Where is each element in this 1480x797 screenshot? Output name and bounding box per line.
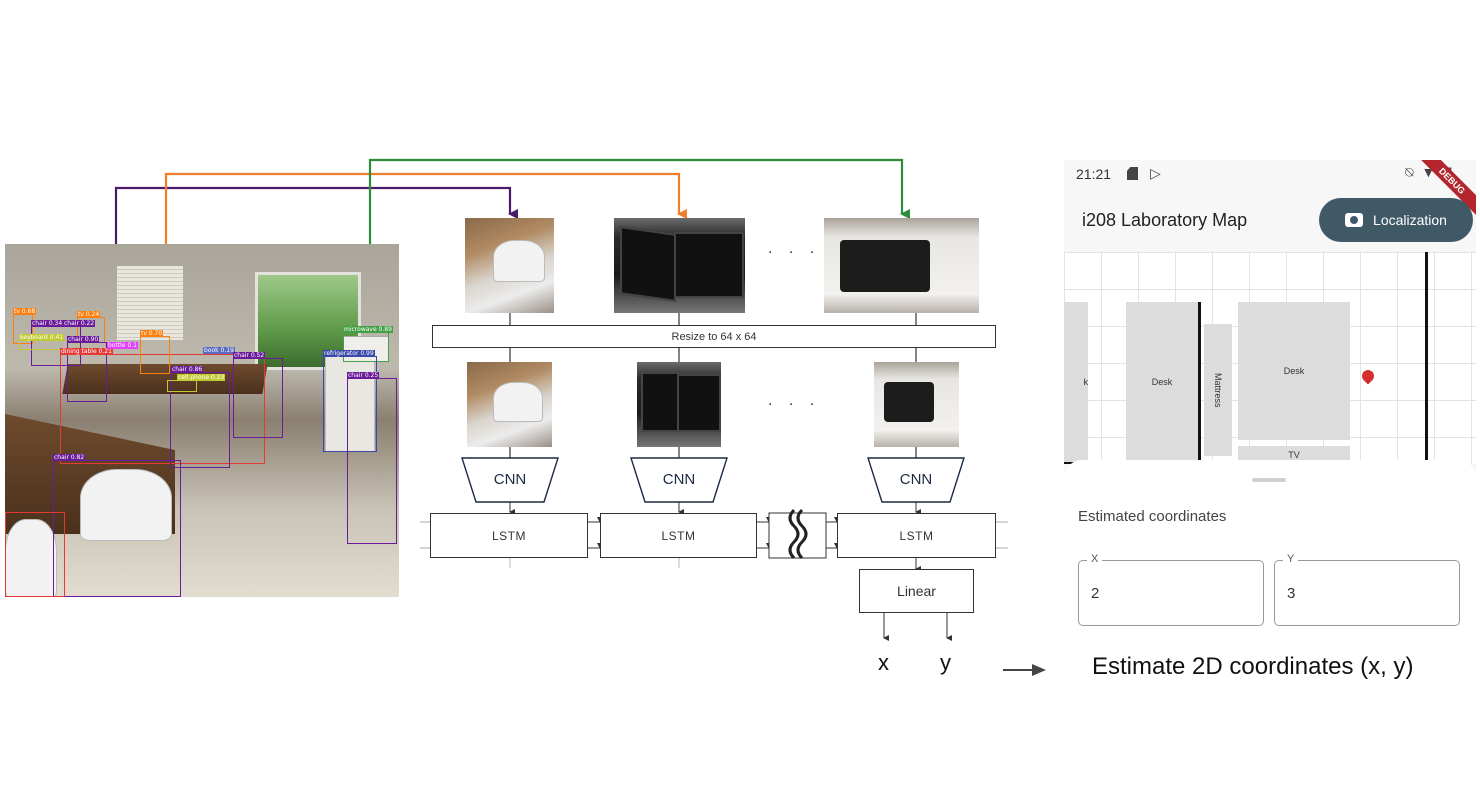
cnn-label: CNN [662,471,696,488]
detection-box [53,460,181,597]
microwave-window [840,240,930,292]
crop-chair-original [465,218,554,313]
lstm-block: LSTM [600,513,757,558]
x-field-label: X [1087,553,1103,565]
sheet-title: Estimated coordinates [1078,508,1227,525]
crop-microwave-original [824,218,979,313]
estimate-caption: Estimate 2D coordinates (x, y) [1092,653,1414,680]
coordinates-sheet: Estimated coordinates X 2 Y 3 [1064,460,1476,640]
detection-box [233,358,283,438]
detection-label: tv 0.24 [77,311,101,318]
chair [493,240,545,282]
location-pin-icon [1359,367,1377,385]
detection-label: book 0.19 [203,347,235,354]
detection-label: chair 0.82 [53,454,86,461]
chair [80,469,172,541]
detection-label: chair 0.25 [347,372,380,379]
detection-box [167,380,197,392]
app-title: i208 Laboratory Map [1082,210,1248,230]
y-coordinate-field[interactable]: Y 3 [1274,553,1460,626]
detection-box [140,336,170,374]
status-time: 21:21 [1076,166,1112,182]
detection-label: chair 0.34 [31,320,64,327]
bell-off-icon: ⍉ [1405,164,1422,180]
cnn-label: CNN [899,471,933,488]
cnn-block [630,457,728,503]
cnn-block [867,457,965,503]
crop-monitor-original [614,218,745,313]
camera-icon [1345,213,1364,227]
detection-label: bottle 0.1 [107,342,138,349]
detection-label: chair 0.90 [67,336,100,343]
crop-chair-resized [467,362,552,447]
microwave-window [884,382,934,422]
object-detection-photo: tv 0.68 tv 0.24 chair 0.34 chair 0.22 ke… [5,244,399,597]
detection-box [347,378,397,544]
cnn-block [461,457,559,503]
detection-label: cell phone 0.23 [177,374,226,381]
detection-label: chair 0.22 [63,320,96,327]
detection-label: dining table 0.21 [60,348,113,355]
result-arrow-head [1032,664,1046,676]
monitor-screen [620,226,676,302]
detection-box [60,354,265,464]
detection-label: tv 0.70 [140,330,164,337]
chair [5,519,57,597]
y-field-label: Y [1283,553,1299,565]
map-block: k [1064,302,1088,462]
lstm-block: LSTM [430,513,588,558]
localization-button-label: Localization [1373,212,1447,228]
map-block-tv: TV [1238,446,1350,464]
crop-microwave-resized [874,362,959,447]
detection-label: chair 0.86 [171,366,204,373]
x-field-value: 2 [1091,585,1100,602]
drag-handle[interactable] [1252,478,1286,482]
window-blinds [117,266,183,340]
monitor-screen [641,372,679,432]
cnn-label: CNN [493,471,527,488]
chair [493,382,543,422]
x-coordinate-field[interactable]: X 2 [1078,553,1264,626]
sequence-break-icon [788,508,800,560]
y-field-value: 3 [1287,585,1296,602]
monitor-screen [674,232,744,298]
resize-block: Resize to 64 x 64 [432,325,996,348]
map-block-mattress: Mattress [1204,324,1232,456]
map-wall [1425,252,1428,464]
phone-app-screen: 21:21 ▷ ⍉▼▮ DEBUG i208 Laboratory Map Lo… [1064,160,1476,640]
lab-map[interactable]: k Desk Mattress Desk TV [1064,252,1476,464]
map-wall [1198,302,1201,464]
detection-label: keyboard 0.41 [19,334,65,341]
localization-button[interactable]: Localization [1319,198,1473,242]
monitor-screen [677,374,721,432]
map-block-desk: Desk [1126,302,1198,462]
detection-label: refrigerator 0.99 [323,350,375,357]
play-store-icon: ▷ [1150,165,1161,181]
linear-block: Linear [859,569,974,613]
output-y: y [940,650,951,675]
detection-label: microwave 0.89 [343,326,393,333]
ellipsis-top: . . . [768,240,821,257]
map-block-desk: Desk [1238,302,1350,440]
ellipsis-middle: . . . [768,392,821,409]
detection-label: chair 0.52 [233,352,266,359]
detection-box [5,512,65,597]
output-x: x [878,650,889,675]
sim-icon [1127,167,1138,180]
detection-label: tv 0.68 [13,308,37,315]
refrigerator [325,354,375,452]
lstm-block: LSTM [837,513,996,558]
crop-monitor-resized [637,362,721,447]
